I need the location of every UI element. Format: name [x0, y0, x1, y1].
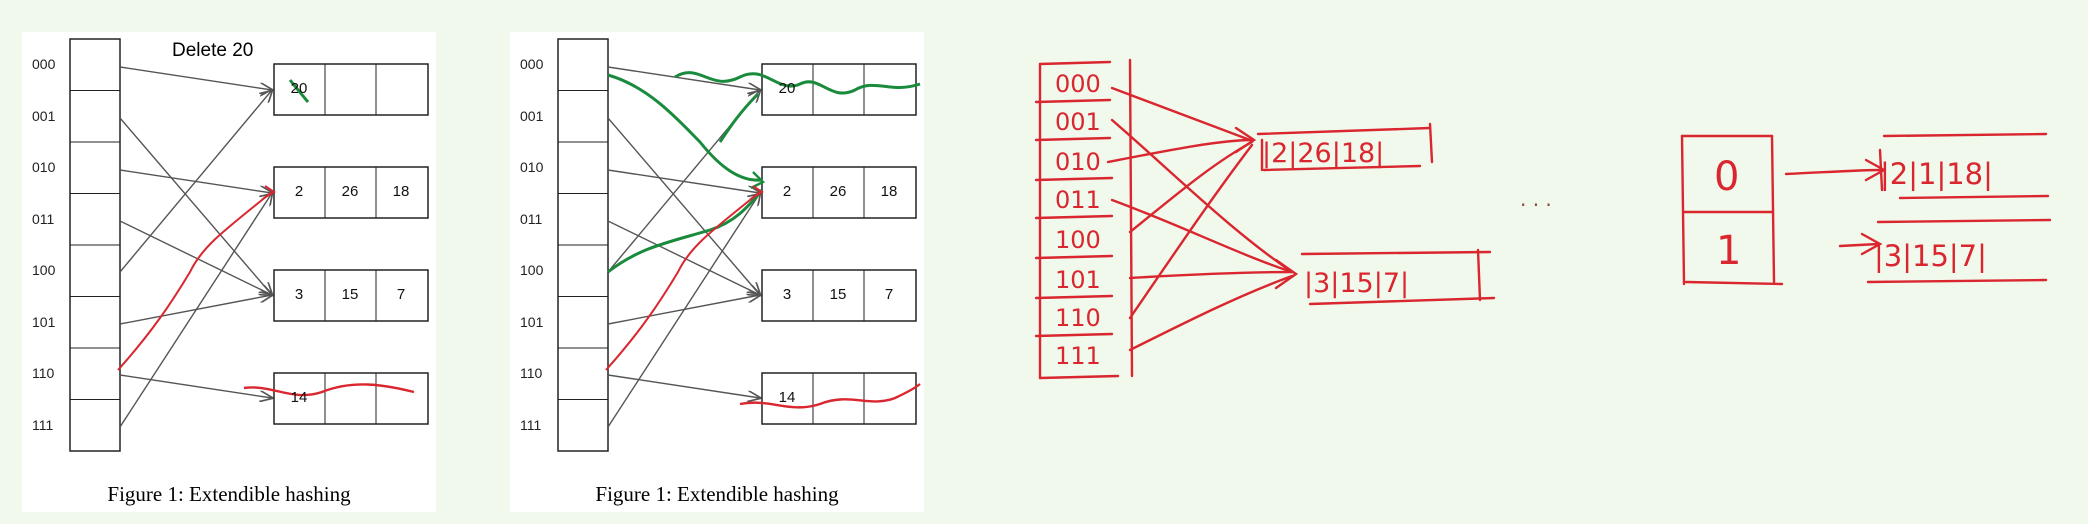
sketch-final-dir-1: 1	[1716, 228, 1741, 274]
bucket-cell: 15	[341, 286, 359, 303]
directory-label: 110	[32, 365, 55, 381]
bucket-cell: 18	[880, 183, 898, 200]
directory-label: 011	[520, 211, 543, 227]
bucket-cell: 2	[782, 183, 792, 200]
directory-pointers	[119, 66, 272, 428]
directory-label: 101	[520, 314, 544, 330]
directory-label: 101	[32, 314, 56, 330]
sketch-ellipsis: . . .	[1520, 187, 1552, 211]
sketch-dir-label: 110	[1055, 304, 1101, 332]
sketch-final-bucket-0: |2|1|18|	[1880, 157, 1993, 191]
bucket-cell: 14	[778, 389, 796, 406]
sketch-bucket-b: |3|15|7|	[1304, 268, 1409, 299]
bucket-cell: 20	[290, 80, 308, 97]
directory-label: 100	[32, 262, 56, 278]
bucket-cell: 2	[294, 183, 304, 200]
sketch-dir-label: 010	[1055, 148, 1101, 176]
annotation-strokes	[605, 71, 921, 409]
directory-label: 001	[520, 108, 544, 124]
sketch-dir-label: 100	[1055, 226, 1101, 254]
bucket-cell: 20	[778, 80, 796, 97]
directory-label: 010	[32, 159, 56, 175]
sketch-final-dir-0: 0	[1714, 154, 1739, 200]
directory-label: 110	[520, 365, 543, 381]
bucket-cell: 15	[829, 286, 847, 303]
bucket-cell: 18	[392, 183, 410, 200]
sketch-dir-label: 111	[1055, 342, 1101, 370]
bucket-cell: 7	[396, 286, 406, 303]
bucket-cell: 14	[290, 389, 308, 406]
sketch-dir-label: 000	[1055, 70, 1101, 98]
figure-left-diagram	[69, 38, 429, 452]
sketch-strokes	[1034, 58, 2052, 380]
bucket-cell: 7	[884, 286, 894, 303]
bucket-cell: 26	[829, 183, 847, 200]
directory-label: 011	[32, 211, 55, 227]
bucket-cell: 3	[294, 286, 304, 303]
bucket-cell: 26	[341, 183, 359, 200]
figure-right-panel: 000 001 010 011 100 101 110 111 20 2 26 …	[510, 32, 924, 512]
sketch-dir-label: 001	[1055, 108, 1101, 136]
directory-label: 111	[520, 417, 542, 433]
annotation-strokes	[117, 79, 415, 397]
figure-left-panel: Delete 20 000 001 010 011 100 101 110 11…	[22, 32, 436, 512]
directory-label: 100	[520, 262, 544, 278]
directory-label: 000	[32, 56, 56, 72]
sketch-dir-label: 101	[1055, 266, 1101, 294]
directory-label: 010	[520, 159, 544, 175]
directory-column	[557, 38, 609, 452]
directory-label: 000	[520, 56, 544, 72]
figure-caption: Figure 1: Extendible hashing	[595, 482, 839, 506]
sketch-bucket-a: |2|26|18|	[1262, 138, 1384, 169]
directory-label: 001	[32, 108, 56, 124]
figure-right-diagram	[557, 38, 921, 452]
sketch-dir-label: 011	[1055, 186, 1101, 214]
figure-caption: Figure 1: Extendible hashing	[107, 482, 351, 506]
directory-label: 111	[32, 417, 54, 433]
directory-column	[69, 38, 121, 452]
delete-note: Delete 20	[172, 40, 254, 61]
bucket-cell: 3	[782, 286, 792, 303]
sketch-final-bucket-1: |3|15|7|	[1874, 239, 1987, 273]
